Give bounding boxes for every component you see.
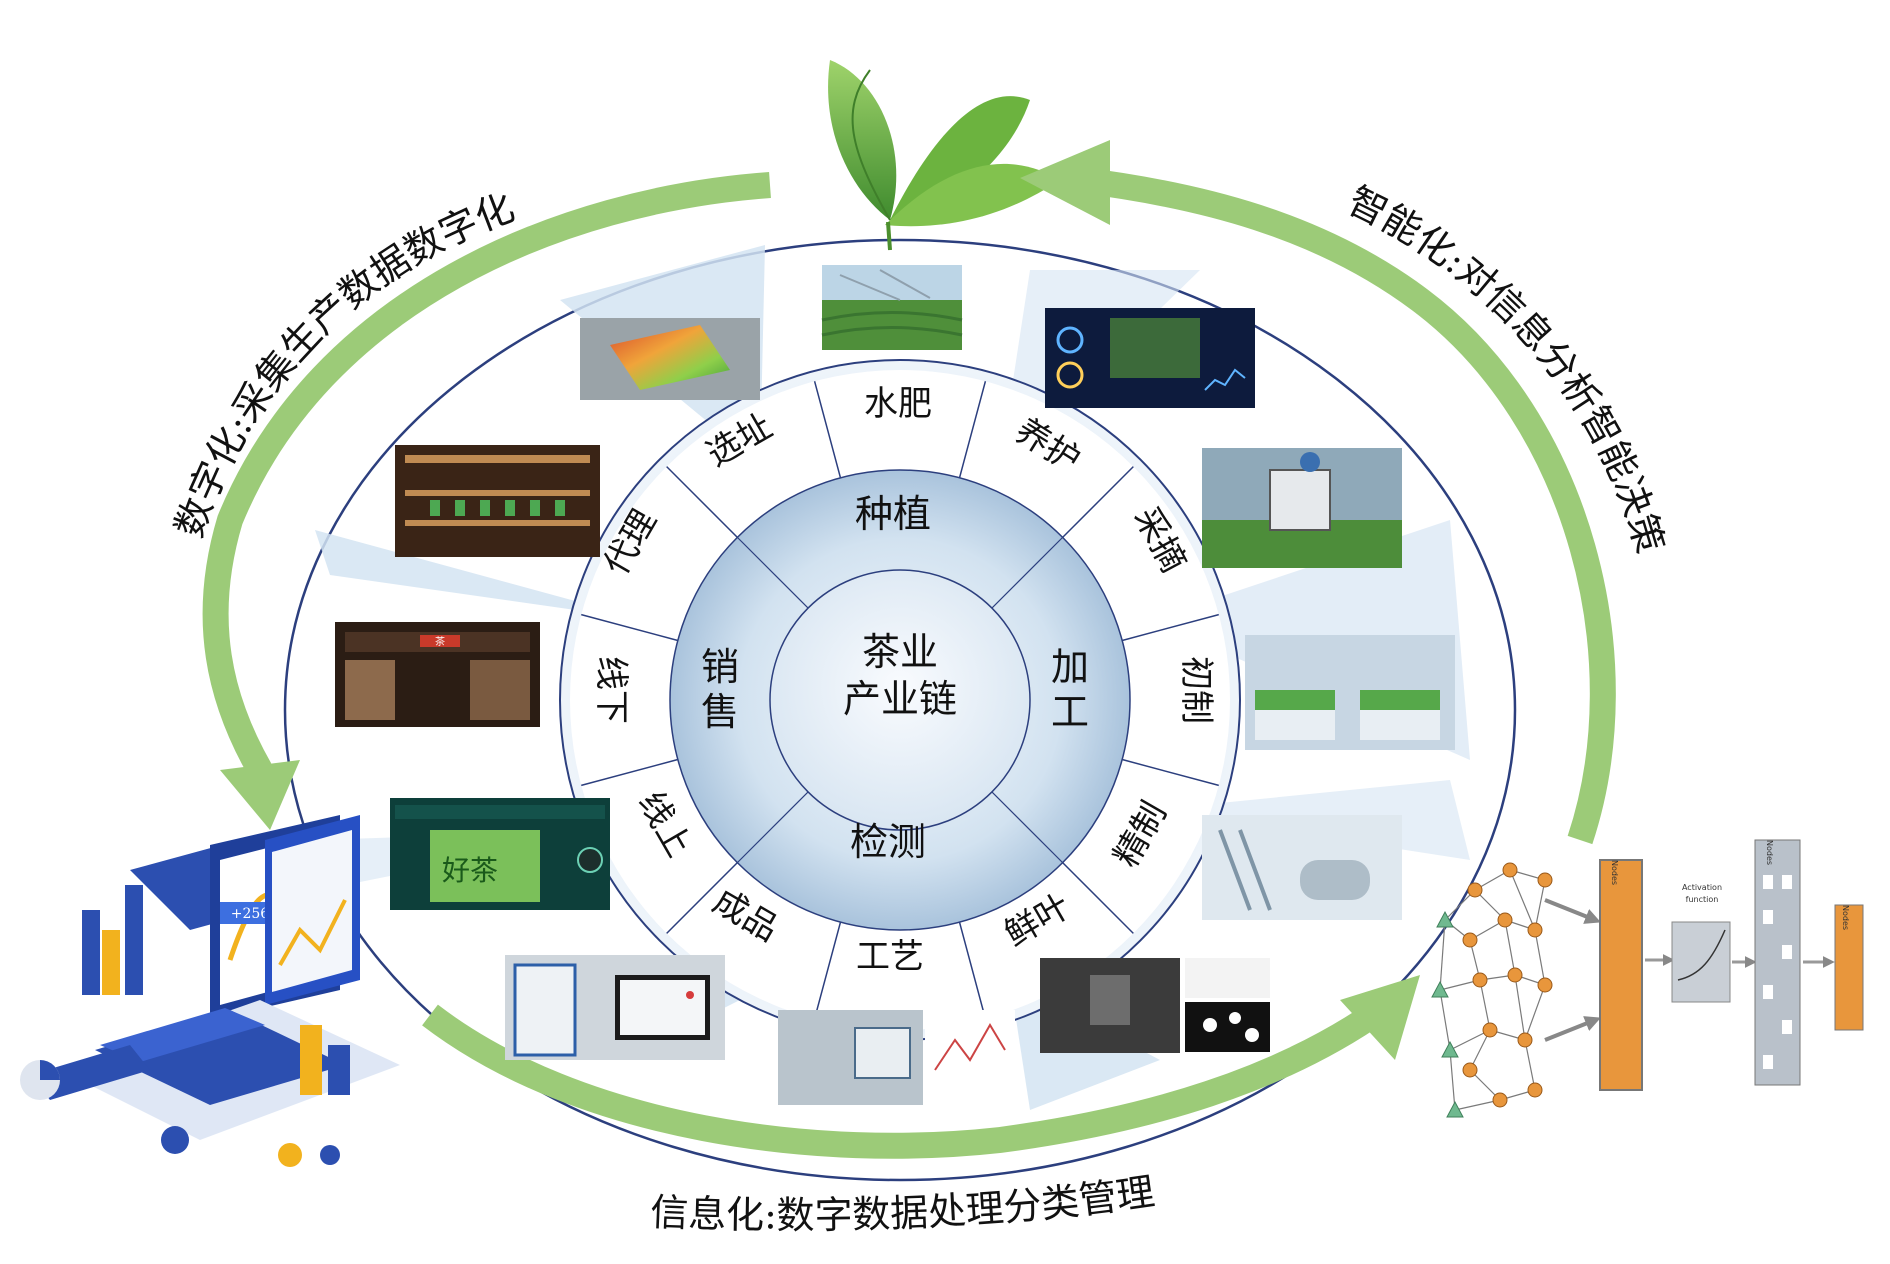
segment-divider — [666, 466, 738, 538]
hub-dividers — [736, 536, 1064, 864]
photo-dashboard — [1045, 308, 1255, 408]
nn-hidden-node — [1462, 1062, 1478, 1078]
nn-hidden-node — [1482, 1022, 1498, 1038]
nn-input-node — [1441, 1040, 1459, 1058]
segment-label-craft: 工艺 — [856, 937, 924, 977]
hub-label-processing-2: 工 — [1051, 690, 1089, 734]
nn-edge — [1479, 979, 1491, 1031]
hub-divider — [991, 536, 1064, 609]
nn-input-node — [1431, 980, 1449, 998]
segment-divider — [958, 921, 987, 1019]
segment-divider — [1062, 862, 1134, 934]
segment-label-offline: 线下 — [591, 656, 631, 724]
photo-picking-machine — [1202, 448, 1402, 568]
hub-divider — [736, 536, 809, 609]
nn-input-node — [1446, 1100, 1464, 1118]
nn-hidden-node — [1472, 972, 1488, 988]
nn-label-activation: Activation — [1682, 883, 1722, 892]
cycle-arrowheads — [220, 140, 1420, 1060]
segment-divider — [813, 921, 842, 1019]
segment-divider — [1062, 466, 1134, 538]
photo-tea-shop — [395, 445, 600, 557]
hub-label-sales-2: 售 — [701, 690, 739, 734]
segment-divider — [1121, 613, 1219, 642]
nn-hidden-node — [1502, 862, 1518, 878]
nn-label-nodes-a: Nodes — [1610, 860, 1619, 885]
hub-label-processing-1: 加 — [1051, 645, 1089, 689]
nn-edge — [1509, 869, 1536, 931]
hub-label-planting: 种植 — [855, 492, 931, 536]
hub-label-testing: 检测 — [850, 820, 926, 864]
segment-divider — [1121, 758, 1219, 787]
segment-divider — [666, 862, 738, 934]
neural-network-illustration: Nodes Activation function Nodes Nodes — [1431, 839, 1864, 1118]
arrowhead-bottom — [1340, 975, 1420, 1060]
nn-edge — [1439, 919, 1446, 991]
nn-label-nodes-c: Nodes — [1841, 905, 1850, 930]
nn-edge — [1514, 974, 1526, 1041]
segment-dividers — [581, 381, 1219, 1019]
nn-edge — [1534, 879, 1546, 931]
nn-hidden-node — [1497, 912, 1513, 928]
nn-edge — [1454, 1099, 1501, 1111]
photo-lab-instrument — [505, 955, 725, 1060]
web-promo-text: 好茶 — [442, 854, 498, 887]
photo-irrigation — [821, 265, 963, 350]
segment-label-water-fertilizer: 水肥 — [864, 384, 932, 424]
nn-label-function: function — [1686, 895, 1719, 904]
segment-divider — [958, 381, 987, 479]
arrow-left-cycle — [202, 172, 771, 777]
photo-machine-vision — [1040, 958, 1270, 1053]
nn-edge — [1524, 1039, 1536, 1091]
arrow-bottom-cycle — [422, 999, 1388, 1159]
arrowhead-left — [220, 760, 300, 830]
segment-divider — [581, 613, 679, 642]
center-label-line1: 茶业 — [862, 630, 938, 674]
segment-divider — [813, 381, 842, 479]
photo-refining-factory — [1202, 815, 1402, 920]
segment-label-primary-processing: 初制 — [1176, 656, 1216, 724]
nn-edge — [1439, 989, 1451, 1051]
nn-hidden-node — [1527, 922, 1543, 938]
nn-hidden-node — [1492, 1092, 1508, 1108]
shop-sign-text: 茶 — [435, 635, 445, 648]
arrowhead-right — [1020, 140, 1110, 225]
arrow-right-cycle — [1078, 167, 1616, 845]
photo-offline-store: 茶 — [335, 622, 540, 727]
center-label-line2: 产业链 — [843, 677, 957, 721]
photo-craft-equipment — [778, 1010, 1015, 1105]
hub-label-sales-1: 销 — [701, 645, 739, 689]
nn-hidden-node — [1527, 1082, 1543, 1098]
cycle-arrows — [202, 167, 1616, 1159]
dashboard-badge: +256 — [231, 906, 270, 922]
hub-divider — [991, 791, 1064, 864]
nn-hidden-node — [1517, 1032, 1533, 1048]
nn-edge — [1504, 919, 1516, 976]
data-analytics-illustration: +256 — [20, 815, 400, 1167]
photo-ecommerce: 好茶 — [390, 798, 610, 910]
nn-hidden-node — [1537, 872, 1553, 888]
nn-edge — [1534, 929, 1546, 986]
nn-label-nodes-b: Nodes — [1765, 840, 1774, 865]
nn-hidden-node — [1537, 977, 1553, 993]
nn-hidden-node — [1507, 967, 1523, 983]
segment-divider — [581, 758, 679, 787]
photo-field-map — [580, 318, 760, 400]
nn-edge — [1449, 1049, 1456, 1111]
photo-workshop-primary — [1245, 635, 1455, 750]
nn-edge — [1524, 984, 1546, 1041]
nn-input-node — [1436, 910, 1454, 928]
nn-hidden-node — [1462, 932, 1478, 948]
hub-divider — [736, 791, 809, 864]
tea-leaf-icon — [828, 60, 1060, 251]
nn-hidden-node — [1467, 882, 1483, 898]
